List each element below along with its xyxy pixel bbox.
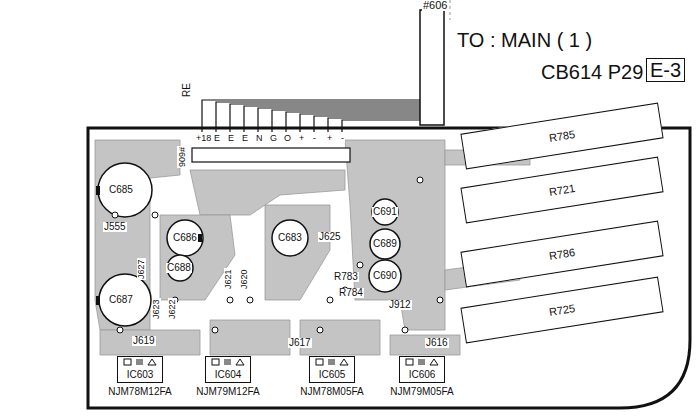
reference-note: #606	[422, 0, 448, 11]
part-name: J616	[425, 338, 449, 348]
pin-name: -	[312, 134, 317, 143]
reference-note: TO : MAIN ( 1 )	[456, 30, 593, 50]
part-name: J555	[103, 222, 127, 232]
part-name: R784	[338, 288, 364, 298]
part-name: J617	[288, 338, 312, 348]
part-name: C683	[277, 233, 303, 243]
pin-symbols	[211, 358, 245, 369]
pin-name: +18	[195, 134, 212, 143]
part-name: J622	[168, 298, 177, 320]
part-name: R785	[548, 128, 576, 144]
pin-name: +	[326, 134, 333, 143]
part-name: C691	[372, 207, 398, 217]
part-name: J620	[240, 268, 249, 290]
solder-pad	[112, 177, 443, 333]
reference-note: E-3	[646, 58, 685, 82]
part-name: J627	[137, 258, 146, 280]
regulator-ic: IC605NJM78M05FA	[300, 356, 364, 397]
pin-symbols	[211, 358, 245, 366]
page-fold	[450, 0, 451, 20]
part-name: IC606	[409, 369, 436, 380]
pin-name: G	[269, 134, 278, 143]
part-name: R721	[548, 182, 576, 198]
part-name: R783	[333, 272, 359, 282]
part-number: NJM78M12FA	[108, 386, 172, 397]
pin-name: N	[255, 134, 264, 143]
pin-name: +	[298, 134, 305, 143]
reference-note: CB614 P29	[540, 62, 644, 82]
regulator-ic: IC606NJM79M05FA	[390, 356, 454, 397]
part-name: R725	[548, 302, 576, 318]
part-name: J625	[318, 232, 342, 242]
part-name: J623	[152, 298, 161, 320]
part-name: J621	[224, 268, 233, 290]
part-number: NJM78M05FA	[300, 386, 364, 397]
pin-name: E	[227, 134, 235, 143]
regulator-ic: IC603NJM78M12FA	[108, 356, 172, 397]
pin-symbols	[405, 358, 439, 369]
part-name: IC603	[127, 369, 154, 380]
part-name: C686	[172, 233, 198, 243]
ic-package: IC603	[117, 356, 163, 383]
part-name: C689	[372, 239, 398, 249]
part-number: NJM79M05FA	[390, 386, 454, 397]
pin-name: O	[283, 134, 292, 143]
pin-name: #606	[177, 146, 186, 168]
resistor-symbol: R725	[460, 277, 663, 344]
part-name: J619	[132, 336, 156, 346]
pin-symbols	[315, 358, 349, 369]
pin-symbols	[123, 358, 157, 369]
part-name: C685	[108, 185, 134, 195]
part-number: NJM79M12FA	[196, 386, 260, 397]
board-connector	[192, 148, 350, 162]
part-name: J912	[388, 300, 412, 310]
part-name: C688	[166, 263, 192, 273]
pin-symbols	[405, 358, 439, 366]
part-name: IC605	[319, 369, 346, 380]
ic-package: IC606	[399, 356, 445, 383]
pin-name: -	[340, 134, 345, 143]
regulator-ic: IC604NJM79M12FA	[196, 356, 260, 397]
polarity-mark	[96, 186, 376, 305]
part-name: IC604	[215, 369, 242, 380]
ic-package: IC605	[309, 356, 355, 383]
part-name: C687	[108, 295, 134, 305]
capacitor-symbol	[98, 163, 401, 326]
cable-connector	[420, 10, 444, 125]
pin-name: E	[241, 134, 249, 143]
pin-name: RE	[182, 82, 192, 98]
pin-name: E	[213, 134, 221, 143]
resistor-symbol: R786	[460, 221, 663, 288]
pin-symbols	[315, 358, 349, 366]
resistor-symbol: R721	[460, 157, 663, 224]
part-name: R786	[548, 246, 576, 262]
pin-symbols	[123, 358, 157, 366]
ic-package: IC604	[205, 356, 251, 383]
part-name: C690	[372, 271, 398, 281]
board-outline	[88, 128, 690, 408]
